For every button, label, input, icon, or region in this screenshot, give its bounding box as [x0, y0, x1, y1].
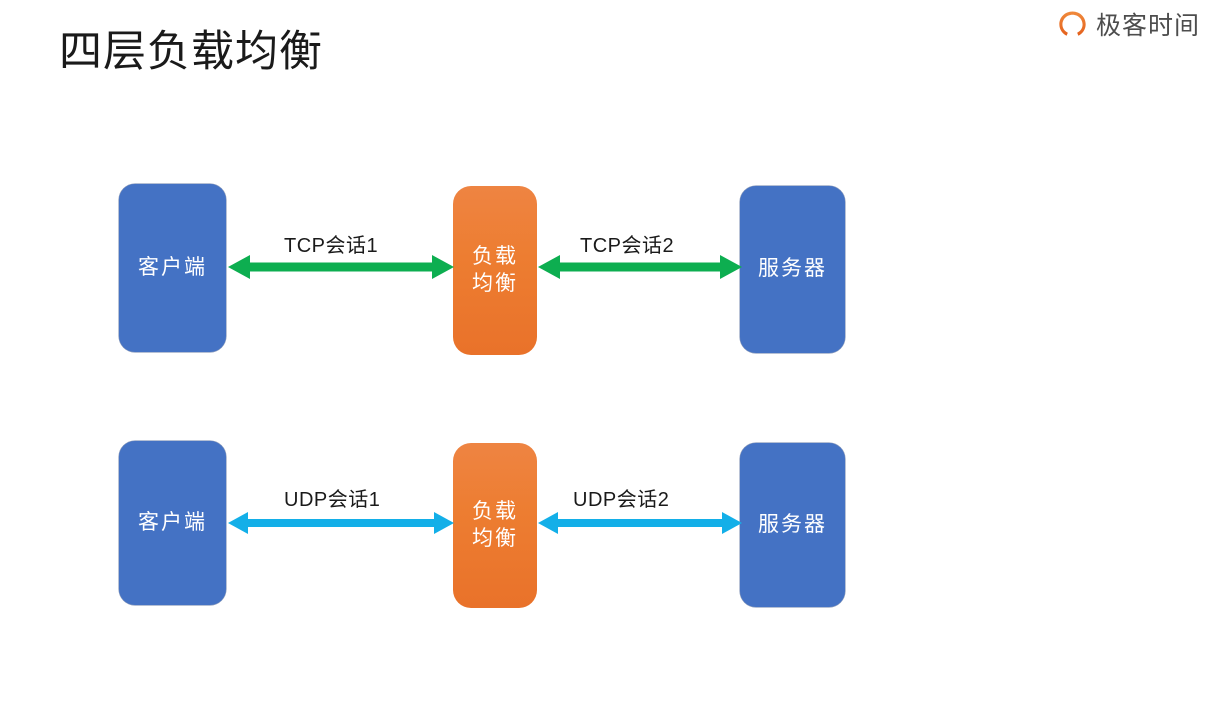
node-server-tcp[interactable]: 服务器	[740, 186, 845, 353]
geek-time-circle-arrow-logo-icon	[1057, 10, 1088, 41]
connector-label-udp-1: UDP会话1	[284, 489, 381, 511]
node-label: 负载 均衡	[472, 244, 518, 297]
node-label-line2: 均衡	[472, 526, 518, 550]
page-title: 四层负载均衡	[59, 28, 323, 76]
brand-name: 极客时间	[1095, 11, 1200, 40]
node-client-tcp[interactable]: 客户端	[119, 184, 226, 352]
connector-udp-session-2[interactable]	[538, 511, 742, 535]
node-label-line1: 负载	[472, 245, 518, 269]
node-label: 客户端	[138, 255, 207, 279]
node-client-udp[interactable]: 客户端	[119, 441, 226, 605]
node-server-udp[interactable]: 服务器	[740, 443, 845, 607]
connector-tcp-session-1[interactable]	[228, 254, 454, 280]
node-label: 服务器	[758, 512, 827, 536]
connector-tcp-session-2[interactable]	[538, 254, 742, 280]
node-label-line1: 负载	[472, 500, 518, 524]
connector-label-tcp-2: TCP会话2	[580, 235, 675, 257]
brand-logo: 极客时间	[1057, 10, 1200, 41]
node-label: 客户端	[138, 510, 207, 534]
connector-label-udp-2: UDP会话2	[573, 489, 670, 511]
node-label: 负载 均衡	[472, 499, 518, 552]
node-label: 服务器	[758, 257, 827, 281]
node-load-balancer-udp[interactable]: 负载 均衡	[453, 443, 537, 608]
node-load-balancer-tcp[interactable]: 负载 均衡	[453, 186, 537, 355]
connector-udp-session-1[interactable]	[228, 511, 454, 535]
node-label-line2: 均衡	[472, 271, 518, 295]
connector-label-tcp-1: TCP会话1	[284, 235, 379, 257]
